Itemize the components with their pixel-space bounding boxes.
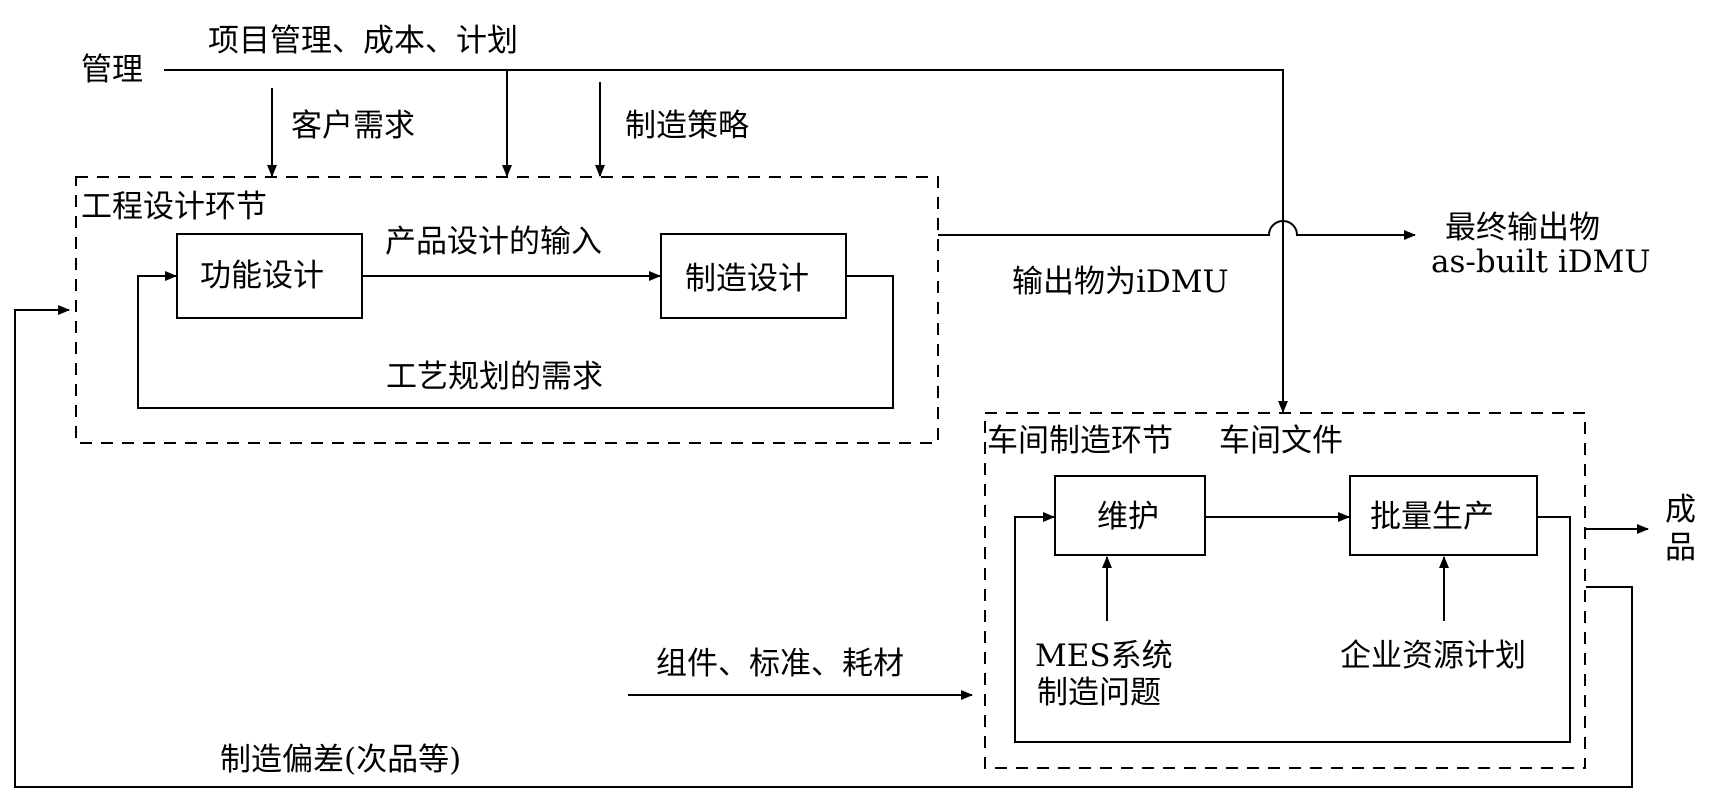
manufacturing-design-box <box>660 233 847 319</box>
shop-floor-section-title: 车间制造环节 <box>987 423 1173 459</box>
mass-production-label: 批量生产 <box>1370 499 1494 535</box>
deviation-feedback-arrow <box>14 305 1633 788</box>
components-label: 组件、标准、耗材 <box>656 646 904 682</box>
idmu-output-arrow <box>938 220 1416 240</box>
process-planning-label: 工艺规划的需求 <box>386 359 603 395</box>
final-output-label: 最终输出物 <box>1445 210 1600 246</box>
functional-design-box <box>176 233 363 319</box>
management-line <box>164 69 1288 413</box>
deviation-label: 制造偏差(次品等) <box>220 742 461 778</box>
shop-floor-section <box>984 412 1586 769</box>
finished-product-label-top: 成 <box>1665 492 1696 528</box>
management-label: 管理 <box>81 52 143 88</box>
customer-needs-label: 客户需求 <box>291 108 415 144</box>
shop-floor-documents-label: 车间文件 <box>1219 423 1343 459</box>
manufacturing-strategy-label: 制造策略 <box>625 108 749 144</box>
erp-label: 企业资源计划 <box>1340 638 1526 674</box>
process-planning-feedback-loop <box>137 271 894 409</box>
engineering-section-title: 工程设计环节 <box>81 189 267 225</box>
manufacturing-design-label: 制造设计 <box>685 261 809 297</box>
final-output-subtitle: as-built iDMU <box>1431 244 1650 280</box>
top-inputs-label: 项目管理、成本、计划 <box>208 23 518 59</box>
design-input-label: 产品设计的输入 <box>385 224 602 260</box>
engineering-design-section <box>75 176 939 444</box>
functional-design-label: 功能设计 <box>200 258 324 294</box>
shop-floor-feedback-loop <box>1014 512 1571 743</box>
output-idmu-label: 输出物为iDMU <box>1012 264 1229 300</box>
finished-product-label-bottom: 品 <box>1665 530 1696 566</box>
manufacturing-issues-label: 制造问题 <box>1037 675 1161 711</box>
maintenance-box <box>1054 475 1206 556</box>
mes-system-label: MES系统 <box>1035 638 1173 674</box>
mass-production-box <box>1349 475 1538 556</box>
maintenance-label: 维护 <box>1097 499 1159 535</box>
